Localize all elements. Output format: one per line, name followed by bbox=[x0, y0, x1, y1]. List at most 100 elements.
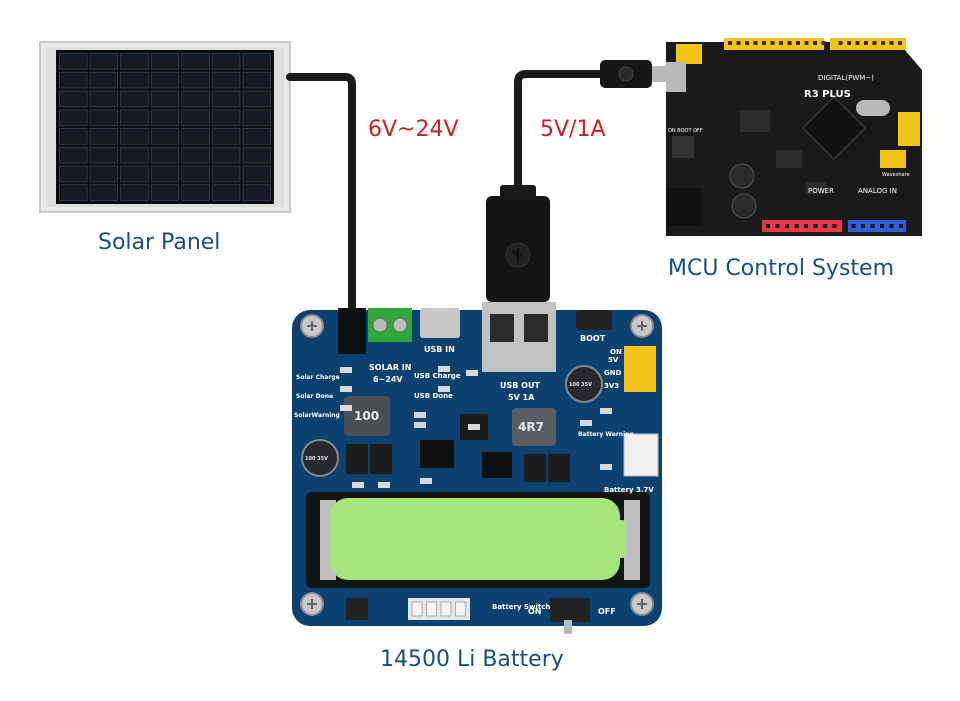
mcu-brand-label: Waveshare bbox=[882, 172, 910, 178]
label-cap-right: 100 35V bbox=[569, 382, 592, 388]
label-usb-charge: USB Charge bbox=[414, 372, 461, 380]
label-solar-warning: SolarWarning bbox=[294, 412, 340, 419]
smd-component bbox=[414, 422, 426, 428]
solar-cell bbox=[181, 53, 210, 70]
smd-component bbox=[468, 424, 480, 430]
header-pin bbox=[762, 41, 766, 45]
header-pin bbox=[864, 41, 868, 45]
solar-cell bbox=[211, 128, 241, 145]
solar-cell bbox=[242, 53, 271, 70]
analog-header bbox=[848, 220, 906, 232]
usb-in-port bbox=[420, 308, 460, 338]
solar-cell bbox=[150, 53, 180, 70]
header-pin bbox=[779, 41, 783, 45]
header-pin bbox=[775, 224, 780, 228]
battery-level-led bbox=[426, 601, 437, 617]
header-pin bbox=[766, 224, 770, 228]
smd-component bbox=[466, 370, 478, 376]
capacitor-right bbox=[565, 365, 603, 403]
caption-li-battery: 14500 Li Battery bbox=[380, 647, 564, 672]
solar-cell bbox=[59, 53, 88, 70]
solar-cell bbox=[59, 146, 88, 164]
header-pin bbox=[770, 41, 775, 45]
power-board: SOLAR IN 6~24V USB IN USB Charge USB Don… bbox=[292, 302, 662, 634]
solar-cell bbox=[181, 71, 210, 89]
label-switch-on: ON bbox=[528, 607, 542, 616]
label-pin-3v3: 3V3 bbox=[604, 382, 619, 390]
header-pin bbox=[813, 224, 818, 228]
solar-cell bbox=[59, 165, 88, 183]
label-cap-left: 100 35V bbox=[305, 456, 328, 462]
label-switch-off: OFF bbox=[598, 607, 616, 616]
solar-cell bbox=[59, 71, 88, 89]
solar-cell bbox=[150, 165, 180, 183]
label-battery-voltage: Battery 3.7V bbox=[604, 486, 654, 494]
solar-cell bbox=[150, 71, 180, 89]
label-usb-done: USB Done bbox=[414, 392, 453, 400]
header-pin bbox=[889, 224, 894, 228]
header-pin bbox=[753, 41, 758, 45]
smd-component bbox=[414, 412, 426, 418]
boot-button bbox=[576, 310, 612, 330]
label-boot: BOOT bbox=[580, 334, 606, 343]
solar-cell bbox=[89, 128, 119, 145]
solar-cell bbox=[59, 109, 88, 126]
usb-cable bbox=[486, 60, 666, 302]
output-pin-header bbox=[624, 346, 656, 392]
mcu-board: R3 PLUS DIGITAL(PWM~) POWER ANALOG IN ON… bbox=[666, 38, 922, 236]
solar-cell bbox=[211, 165, 241, 183]
solar-cell-grid bbox=[59, 53, 271, 201]
voltage-label-usb-output: 5V/1A bbox=[540, 117, 606, 142]
label-usb-in: USB IN bbox=[424, 345, 455, 354]
solar-cell bbox=[89, 71, 119, 89]
solar-cell bbox=[120, 165, 149, 183]
solar-cell bbox=[181, 90, 210, 108]
solar-cell bbox=[120, 146, 149, 164]
solar-cell bbox=[89, 184, 119, 201]
label-solar-done: Solar Done bbox=[296, 393, 333, 400]
battery-level-led bbox=[411, 601, 423, 617]
label-solar-charge: Solar Charge bbox=[296, 374, 340, 381]
solar-cell bbox=[120, 128, 149, 145]
solar-cell bbox=[150, 146, 180, 164]
solar-cell bbox=[89, 53, 119, 70]
label-solar-in-range: 6~24V bbox=[373, 375, 403, 384]
header-pin bbox=[855, 41, 860, 45]
header-pin bbox=[881, 41, 885, 45]
voltage-label-solar-input: 6V~24V bbox=[368, 117, 459, 142]
header-pin bbox=[861, 224, 865, 228]
solar-cell bbox=[89, 109, 119, 126]
smd-component bbox=[420, 478, 432, 484]
label-usb-out-rating: 5V 1A bbox=[508, 393, 535, 402]
solar-cell bbox=[89, 146, 119, 164]
label-pin-5v: 5V bbox=[608, 356, 619, 364]
solar-cell bbox=[150, 109, 180, 126]
smd-component bbox=[600, 408, 612, 414]
mcu-power-label: POWER bbox=[808, 187, 834, 195]
battery-level-led bbox=[455, 601, 466, 617]
power-header bbox=[762, 220, 842, 232]
solar-cell bbox=[150, 184, 180, 201]
header-pin bbox=[745, 41, 749, 45]
solar-cell bbox=[120, 71, 149, 89]
caption-solar-panel: Solar Panel bbox=[98, 230, 221, 255]
usb-trident-icon bbox=[505, 242, 531, 268]
smd-component bbox=[438, 386, 450, 392]
battery-switch bbox=[550, 598, 590, 622]
header-pin bbox=[796, 41, 800, 45]
solar-cell bbox=[211, 146, 241, 164]
dc-jack bbox=[338, 308, 366, 354]
solar-cell bbox=[120, 90, 149, 108]
inductor-100 bbox=[344, 396, 390, 436]
solar-cell bbox=[211, 53, 241, 70]
header-pin bbox=[880, 224, 884, 228]
solar-cell bbox=[181, 109, 210, 126]
mcu-model-label: R3 PLUS bbox=[804, 89, 851, 100]
solar-cell bbox=[120, 184, 149, 201]
solar-cell bbox=[242, 109, 271, 126]
header-pin bbox=[804, 224, 808, 228]
label-battery-warning: Battery Warning bbox=[578, 431, 634, 438]
caption-mcu-control-system: MCU Control System bbox=[668, 256, 894, 281]
